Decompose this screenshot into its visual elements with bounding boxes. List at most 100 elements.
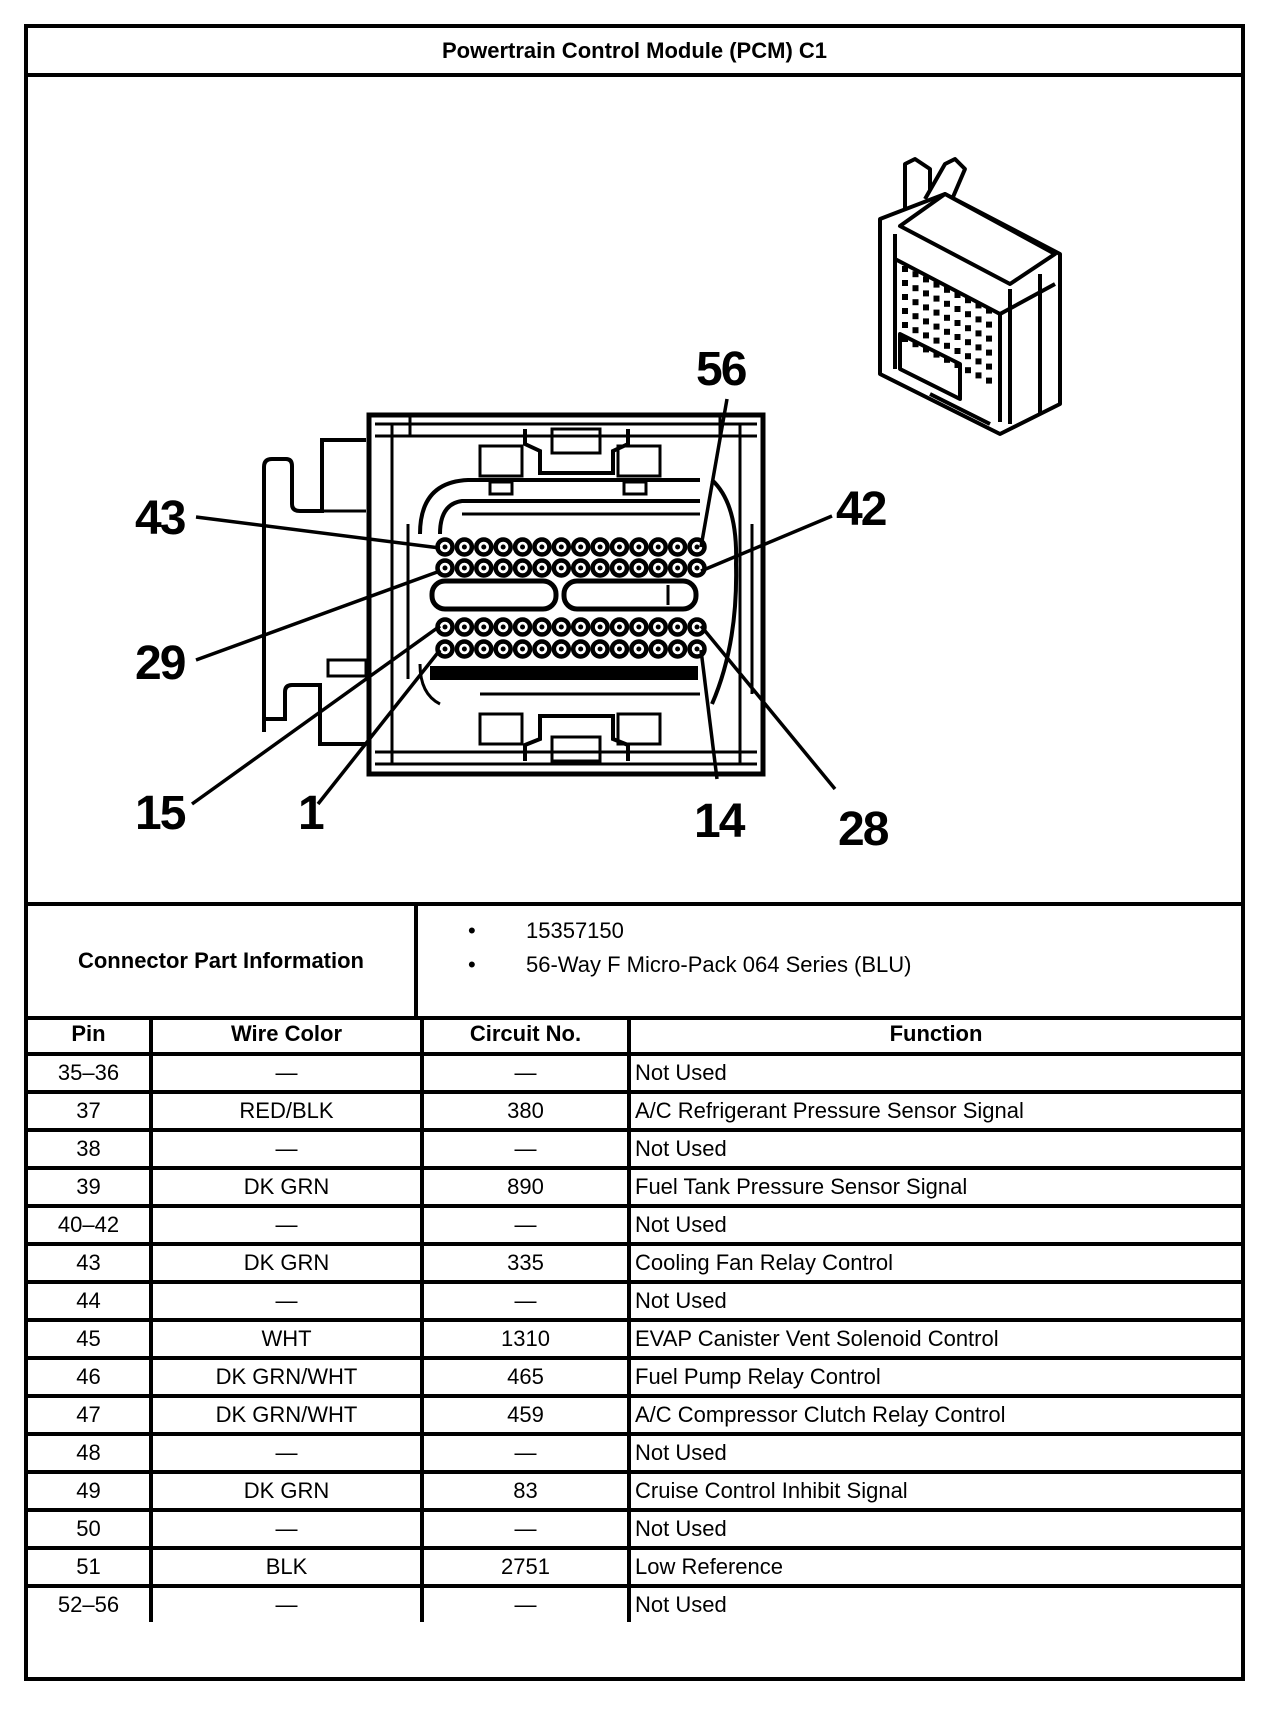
header-wire-color: Wire Color [149,1016,424,1056]
pin-contact [694,624,700,630]
cell-pin: 46 [28,1356,153,1398]
cell-function: A/C Compressor Clutch Relay Control [627,1394,1241,1436]
leader-lines [190,398,837,806]
iso-pin [975,372,982,379]
connector-info-label: Connector Part Information [28,906,418,1016]
cell-function: Low Reference [627,1546,1241,1588]
pin-contact [481,544,487,550]
iso-pin [912,327,919,334]
cell-pin: 40–42 [28,1204,153,1246]
cell-pin: 43 [28,1242,153,1284]
table-row: 48——Not Used [28,1432,1241,1474]
cell-pin: 35–36 [28,1052,153,1094]
pin-contact [461,565,467,571]
iso-pin [902,308,908,314]
iso-pin [933,309,940,316]
pin-contact [616,565,622,571]
connector-part-information: Connector Part Information 15357150 56-W… [28,902,1241,1020]
iso-pin [975,330,982,337]
iso-pin [965,339,971,346]
iso-pin [954,292,961,298]
pin-contact [655,565,661,571]
iso-pin [986,321,992,328]
cell-function: Not Used [627,1280,1241,1322]
iso-pin [933,295,940,302]
pin-contact [520,646,526,652]
iso-pin [933,323,940,330]
pin-contact [636,565,642,571]
cell-wire-color: — [149,1432,424,1474]
iso-pin [975,302,982,309]
iso-pin [944,328,950,335]
pin-contact [558,565,564,571]
pin-contact [442,624,448,630]
cell-function: Not Used [627,1584,1241,1622]
iso-pin [965,353,971,360]
header-function: Function [627,1016,1241,1056]
cell-pin: 49 [28,1470,153,1512]
cell-function: Not Used [627,1508,1241,1550]
cell-circuit-no: 380 [420,1090,631,1132]
cell-wire-color: — [149,1204,424,1246]
cell-circuit-no: 335 [420,1242,631,1284]
pin-contact [597,544,603,550]
cell-circuit-no: — [420,1052,631,1094]
cell-wire-color: — [149,1128,424,1170]
iso-pin [986,377,992,384]
cell-wire-color: DK GRN [149,1166,424,1208]
cell-circuit-no: — [420,1204,631,1246]
iso-pin [902,336,908,342]
pin-contact [578,624,584,630]
cell-pin: 45 [28,1318,153,1360]
cell-circuit-no: 459 [420,1394,631,1436]
pin-label-28: 28 [838,803,889,856]
iso-pin [975,358,982,365]
iso-pin [965,297,971,304]
pin-contact [694,646,700,652]
pin-contact [636,646,642,652]
iso-pin [986,363,992,370]
pin-contact [616,646,622,652]
cell-circuit-no: 890 [420,1166,631,1208]
pinout-table: Pin Wire Color Circuit No. Function 35–3… [28,1016,1241,1622]
iso-pin [975,316,982,323]
cell-function: Not Used [627,1128,1241,1170]
cell-pin: 38 [28,1128,153,1170]
cell-wire-color: BLK [149,1546,424,1588]
cell-wire-color: DK GRN [149,1470,424,1512]
connector-face-drawing: 43 29 15 1 56 42 14 28 [135,157,1062,856]
iso-pin [965,311,971,318]
cell-pin: 47 [28,1394,153,1436]
iso-pin [986,335,992,342]
connector-description: 56-Way F Micro-Pack 064 Series (BLU) [418,948,1241,982]
pin-contact [636,624,642,630]
pin-contact [675,624,681,630]
iso-pin [954,320,961,326]
pin-contact [539,544,545,550]
iso-pin [986,307,992,314]
cell-circuit-no: — [420,1432,631,1474]
cell-function: Not Used [627,1052,1241,1094]
iso-pin [933,351,940,358]
iso-pin [923,290,929,297]
pin-label-29: 29 [135,637,185,690]
cell-wire-color: — [149,1508,424,1550]
iso-pin [933,337,940,344]
table-header: Pin Wire Color Circuit No. Function [28,1016,1241,1056]
iso-pin [954,306,961,312]
pin-contact [655,544,661,550]
cell-circuit-no: 83 [420,1470,631,1512]
cell-wire-color: — [149,1052,424,1094]
pin-contact [500,544,506,550]
cell-function: Cruise Control Inhibit Signal [627,1470,1241,1512]
pin-contact [597,646,603,652]
cell-circuit-no: — [420,1128,631,1170]
pin-contact [539,646,545,652]
connector-info-list: 15357150 56-Way F Micro-Pack 064 Series … [418,914,1241,982]
cell-pin: 52–56 [28,1584,153,1622]
